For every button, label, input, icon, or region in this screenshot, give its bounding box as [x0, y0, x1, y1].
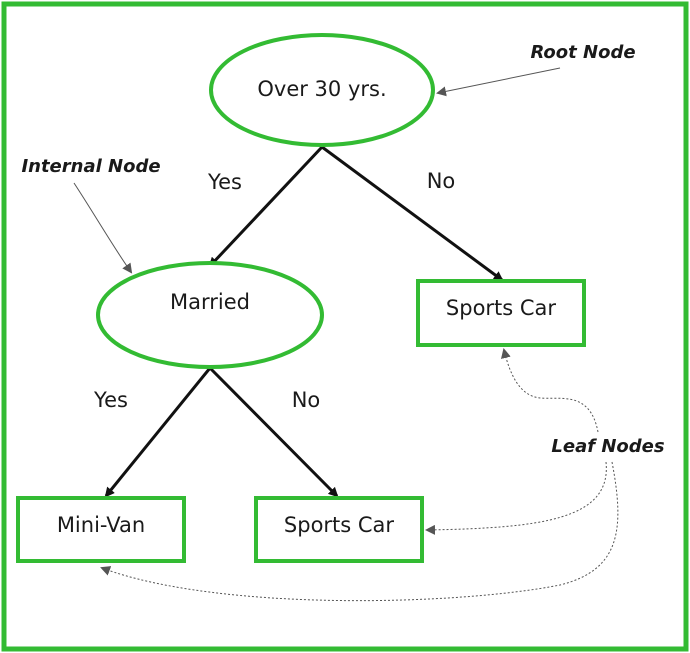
callout-root-node-arrow: [436, 67, 561, 97]
annotation-leaf-nodes: Leaf Nodes: [551, 436, 664, 457]
edge-root-to-sports-car: [321, 145, 504, 282]
edge-label-married-no: No: [292, 388, 321, 412]
edge-married-to-sports-car: [208, 366, 339, 498]
leaf-node-sports-car-bottom: [254, 496, 424, 563]
internal-node-ellipse: [96, 261, 324, 369]
leaf-node-mini-van: [16, 496, 186, 563]
callout-internal-node-arrow: [73, 182, 133, 274]
edge-label-root-yes: Yes: [207, 170, 242, 194]
edge-label-root-no: No: [427, 169, 456, 193]
edge-married-to-mini-van: [104, 367, 212, 498]
leaf-node-sports-car-bottom-label: Sports Car: [284, 513, 395, 537]
annotation-internal-node: Internal Node: [21, 156, 160, 177]
leaf-node-mini-van-label: Mini-Van: [57, 513, 145, 537]
callout-leaf-to-sports-car-bottom: [425, 461, 607, 535]
edge-label-married-yes: Yes: [93, 388, 128, 412]
internal-node-label: Married: [170, 290, 250, 314]
root-node-label: Over 30 yrs.: [257, 77, 386, 101]
annotation-root-node: Root Node: [530, 42, 635, 63]
root-node-ellipse: [209, 33, 435, 147]
callout-leaf-to-sports-car-right: [501, 348, 599, 433]
leaf-node-sports-car-right-label: Sports Car: [446, 296, 557, 320]
leaf-node-sports-car-right: [416, 279, 586, 347]
callout-leaf-to-mini-van: [100, 461, 619, 602]
edge-root-to-married: [208, 145, 324, 268]
